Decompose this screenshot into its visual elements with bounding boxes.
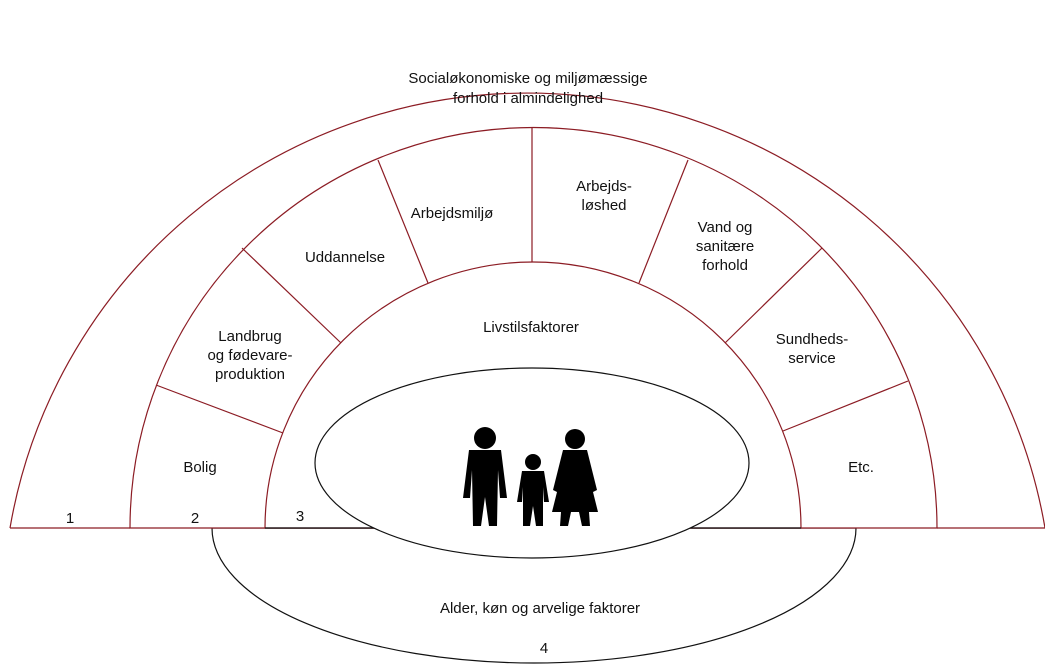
middle-ring-number: 2 [191, 510, 199, 527]
man-figure [463, 427, 507, 526]
segment-label-landbrug: produktion [215, 366, 285, 383]
segment-label-landbrug: og fødevare- [207, 347, 292, 364]
segment-divider [724, 247, 823, 344]
segment-divider [782, 380, 909, 432]
segment-label-sundhed: Sundheds- [776, 331, 849, 348]
inner-ring-label: Livstilsfaktorer [483, 319, 579, 336]
segment-divider [241, 247, 342, 344]
middle-ring-labels: Bolig Landbrug og fødevare-produktion Uddan… [183, 178, 874, 476]
segment-divider [377, 159, 429, 284]
middle-ring-dividers [155, 128, 909, 434]
base-label: Alder, køn og arvelige faktorer [440, 600, 640, 617]
segment-label-etc: Etc. [848, 459, 874, 476]
outer-ring-label-line1: Socialøkonomiske og miljømæssige [408, 70, 647, 87]
segment-label-arbejdsloshed: løshed [581, 197, 626, 214]
segment-label-arbejdsmiljo: Arbejdsmiljø [411, 205, 494, 222]
segment-label-arbejdsloshed: Arbejds- [576, 178, 632, 195]
outer-ring-number: 1 [66, 510, 74, 527]
woman-figure [552, 429, 598, 526]
child-figure [517, 454, 549, 526]
segment-label-sundhed: service [788, 350, 836, 367]
inner-ring-number: 3 [296, 508, 304, 525]
outer-ring [9, 92, 1045, 529]
outer-ring-label-line2: forhold i almindelighed [453, 90, 603, 107]
base-number: 4 [540, 640, 548, 657]
family-icon [463, 427, 598, 526]
segment-label-landbrug: Landbrug [218, 328, 281, 345]
base-ellipse [211, 527, 857, 664]
segment-label-vand: Vand og [698, 219, 753, 236]
segment-divider [638, 159, 689, 284]
segment-divider [155, 384, 284, 434]
segment-label-vand: forhold [702, 257, 748, 274]
segment-label-bolig: Bolig [183, 459, 216, 476]
segment-label-uddannelse: Uddannelse [305, 249, 385, 266]
segment-label-vand: sanitære [696, 238, 754, 255]
